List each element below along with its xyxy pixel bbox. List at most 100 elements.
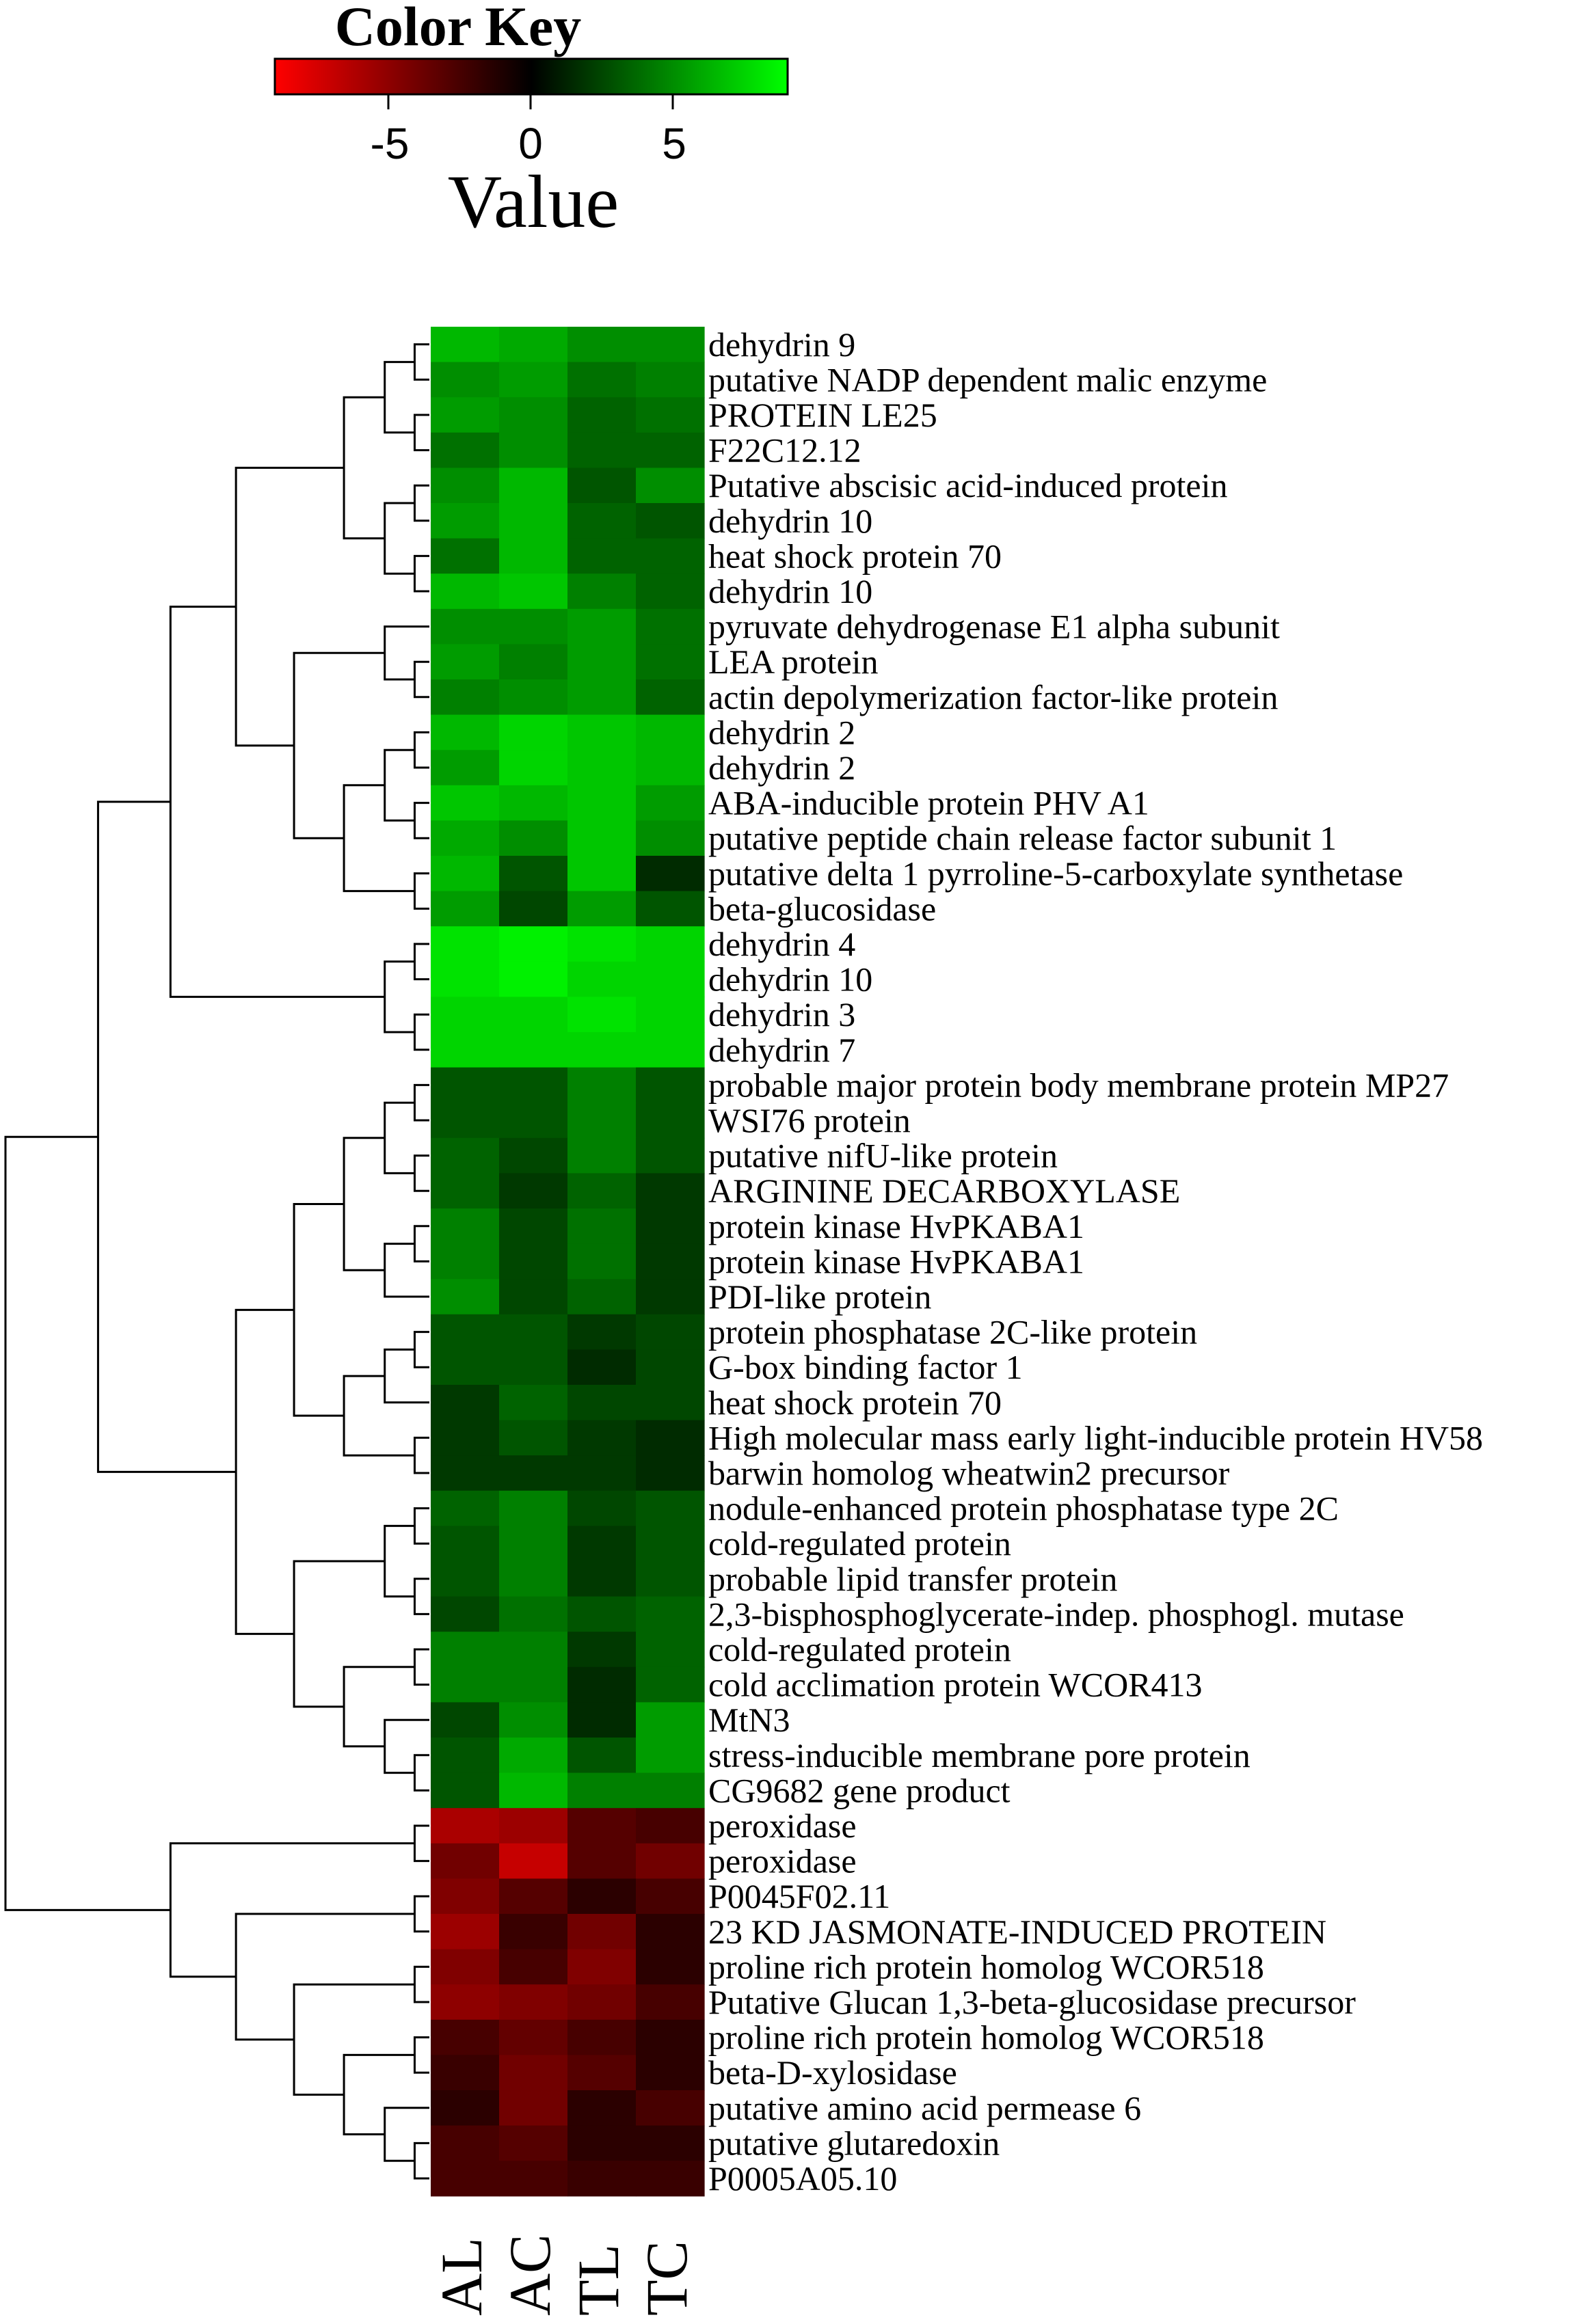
heatmap-cell xyxy=(567,1843,637,1879)
heatmap-cell xyxy=(499,2125,568,2161)
heatmap-cell xyxy=(636,750,705,786)
heatmap-cell xyxy=(431,503,500,539)
heatmap-cell xyxy=(431,1632,500,1668)
row-dendrogram xyxy=(4,343,429,2180)
heatmap-cell xyxy=(499,997,568,1033)
heatmap-cell xyxy=(636,1067,705,1103)
heatmap-cell xyxy=(431,891,500,927)
column-label: TL xyxy=(565,2244,631,2316)
dendrogram-branch xyxy=(413,1578,429,1615)
heatmap-cell xyxy=(567,573,637,610)
heatmap-cell xyxy=(636,2161,705,2197)
heatmap-cell xyxy=(567,1949,637,1985)
heatmap-cell xyxy=(431,1314,500,1350)
dendrogram-branch xyxy=(413,1754,429,1792)
heatmap-cell xyxy=(499,362,568,398)
heatmap-cell xyxy=(636,2055,705,2091)
row-label: Putative Glucan 1,3-beta-glucosidase pre… xyxy=(708,1983,1356,2021)
heatmap-cell xyxy=(636,820,705,856)
heatmap-cell xyxy=(431,644,500,680)
dendrogram-branch xyxy=(343,1666,415,1748)
heatmap-cell xyxy=(567,1596,637,1632)
dendrogram-branch xyxy=(384,1101,415,1174)
dendrogram-branch xyxy=(413,1013,429,1051)
heatmap-cell xyxy=(636,608,705,645)
heatmap-cell xyxy=(499,2055,568,2091)
heatmap-cell xyxy=(431,997,500,1033)
heatmap-cell xyxy=(431,1984,500,2021)
color-key-tick-label: -5 xyxy=(370,119,410,168)
dendrogram-branch xyxy=(343,784,415,893)
heatmap-cell xyxy=(431,1808,500,1844)
heatmap-cell xyxy=(431,1067,500,1103)
heatmap-cell xyxy=(636,1632,705,1668)
dendrogram-branch xyxy=(343,2053,415,2135)
heatmap-cell xyxy=(431,1420,500,1456)
heatmap-cell xyxy=(499,750,568,786)
heatmap-cell xyxy=(431,1173,500,1209)
row-label: Putative abscisic acid-induced protein xyxy=(708,466,1227,504)
dendrogram-branch xyxy=(235,466,345,747)
row-label: beta-glucosidase xyxy=(708,889,936,928)
heatmap-cell xyxy=(636,1490,705,1526)
heatmap-cell xyxy=(567,1702,637,1738)
row-label: cold-regulated protein xyxy=(708,1524,1011,1563)
heatmap-cell xyxy=(636,926,705,962)
row-label: putative glutaredoxin xyxy=(708,2124,1000,2162)
heatmap-cell xyxy=(567,785,637,821)
row-label: WSI76 protein xyxy=(708,1101,911,1139)
heatmap-cell xyxy=(567,997,637,1033)
heatmap-cell xyxy=(499,1032,568,1068)
row-label: peroxidase xyxy=(708,1807,857,1845)
heatmap-cell xyxy=(499,1490,568,1526)
dendrogram-branch xyxy=(413,872,429,910)
heatmap-cell xyxy=(567,1103,637,1139)
dendrogram-branch xyxy=(384,1348,429,1404)
heatmap-cell xyxy=(431,2019,500,2055)
heatmap-cell xyxy=(499,1455,568,1491)
heatmap-cell xyxy=(499,961,568,997)
heatmap-cell xyxy=(636,714,705,751)
heatmap-cell xyxy=(431,1208,500,1245)
heatmap-cell xyxy=(431,1843,500,1879)
heatmap-cell xyxy=(431,820,500,856)
heatmap-cell xyxy=(431,468,500,504)
heatmap-cell xyxy=(431,1914,500,1950)
row-label: cold acclimation protein WCOR413 xyxy=(708,1666,1203,1704)
heatmap-cell xyxy=(499,1914,568,1950)
heatmap-cell xyxy=(636,432,705,468)
heatmap-cell xyxy=(567,2019,637,2055)
row-label: ABA-inducible protein PHV A1 xyxy=(708,784,1149,822)
heatmap-cell xyxy=(567,1385,637,1421)
heatmap-cell xyxy=(567,2125,637,2161)
dendrogram-branch xyxy=(169,606,385,998)
heatmap-cell xyxy=(636,1314,705,1350)
heatmap-cell xyxy=(431,1949,500,1985)
heatmap-cell xyxy=(636,856,705,892)
heatmap-cell xyxy=(567,2055,637,2091)
dendrogram-branch xyxy=(413,1225,429,1262)
heatmap-cell xyxy=(499,327,568,363)
heatmap-cell xyxy=(636,644,705,680)
heatmap-cell xyxy=(499,1314,568,1350)
heatmap-cell xyxy=(567,1455,637,1491)
heatmap-cell xyxy=(636,1808,705,1844)
heatmap-cell xyxy=(499,714,568,751)
heatmap-cell xyxy=(431,1596,500,1632)
dendrogram-branch xyxy=(169,1842,415,1978)
heatmap-cell xyxy=(499,2161,568,2197)
dendrogram-branch xyxy=(384,2107,429,2162)
dendrogram-branch xyxy=(293,1560,385,1708)
heatmap-cell xyxy=(567,1208,637,1245)
heatmap-cell xyxy=(636,679,705,716)
heatmap-cell xyxy=(636,1914,705,1950)
heatmap-cell xyxy=(431,1772,500,1809)
heatmap-cell xyxy=(499,2019,568,2055)
dendrogram-branch xyxy=(384,960,415,1033)
heatmap-cell xyxy=(431,1103,500,1139)
heatmap-cell xyxy=(567,714,637,751)
heatmap-cell xyxy=(499,468,568,504)
color-key-tick-label: 0 xyxy=(518,119,543,168)
